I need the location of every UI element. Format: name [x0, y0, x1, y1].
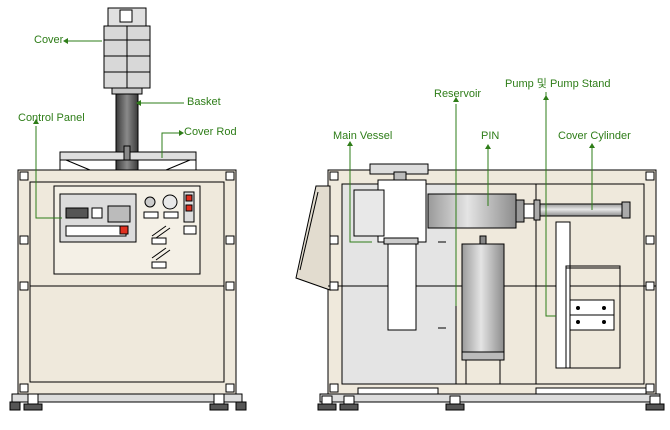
front-feet — [9, 393, 247, 411]
front-view — [9, 7, 247, 411]
cover-assembly — [103, 7, 151, 95]
side-base — [317, 387, 665, 411]
label-cover: Cover — [34, 34, 64, 46]
label-basket: Basket — [187, 96, 221, 108]
leader-lines — [35, 40, 593, 317]
reservoir-tank — [461, 235, 505, 384]
label-pump-stand: Pump 및 Pump Stand — [505, 78, 611, 90]
label-pin: PIN — [481, 130, 500, 142]
label-cover-rod: Cover Rod — [184, 126, 237, 138]
label-reservoir: Reservoir — [434, 88, 482, 100]
label-control-panel: Control Panel — [18, 112, 85, 124]
main-vessel — [353, 163, 446, 331]
label-main-vessel: Main Vessel — [333, 130, 393, 142]
control-panel — [53, 185, 201, 275]
cover-cylinder — [533, 199, 631, 221]
label-cover-cylinder: Cover Cylinder — [558, 130, 631, 142]
cover-rod — [59, 145, 197, 171]
pin-cylinder — [427, 193, 535, 229]
leader-arrowheads — [33, 38, 595, 149]
pump-stand — [555, 221, 621, 369]
side-view — [295, 163, 665, 411]
